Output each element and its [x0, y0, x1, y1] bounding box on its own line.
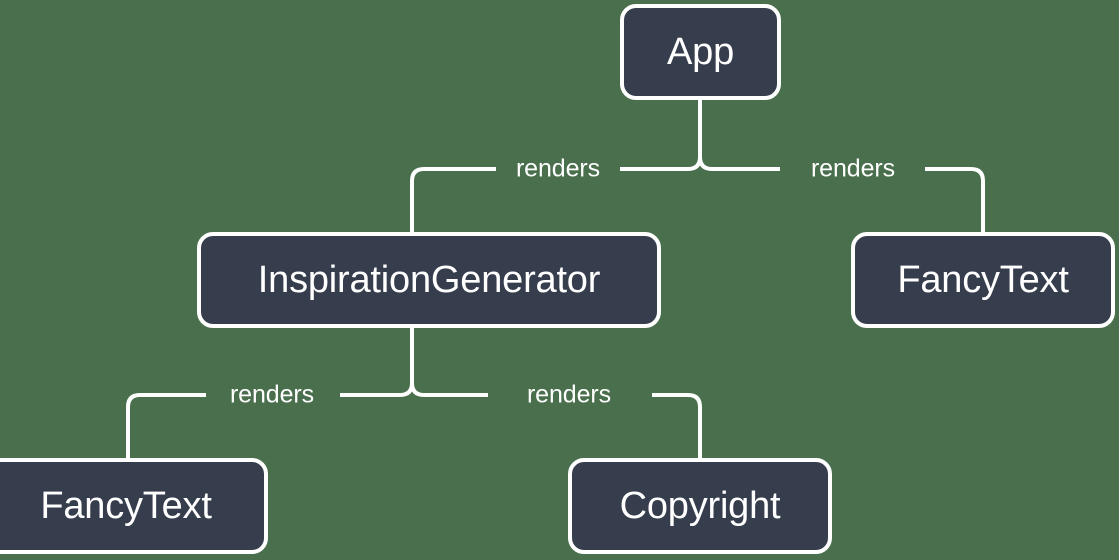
- node-fancytext-right[interactable]: FancyText: [851, 232, 1115, 328]
- edge-label-app-to-fancytext-right: renders: [810, 154, 896, 183]
- node-fancytext-bottom[interactable]: FancyText: [0, 458, 268, 554]
- edge-label-app-to-inspiration-generator: renders: [515, 154, 601, 183]
- edge-app-to-inspiration-generator-tail: [410, 167, 496, 232]
- node-fancytext-right-label: FancyText: [897, 258, 1069, 301]
- edge-inspiration-generator-to-fancytext-bottom: [340, 382, 414, 397]
- node-inspiration-generator[interactable]: InspirationGenerator: [197, 232, 661, 328]
- edge-label-inspiration-generator-to-fancytext-bottom: renders: [229, 380, 315, 409]
- edge-app-to-fancytext-right: [698, 156, 780, 171]
- node-app-label: App: [666, 30, 734, 73]
- node-app[interactable]: App: [620, 4, 781, 100]
- edge-app-to-fancytext-right-tail: [925, 167, 985, 232]
- node-fancytext-bottom-label: FancyText: [40, 484, 212, 527]
- edge-app-to-inspiration-generator: [620, 156, 702, 171]
- edge-inspiration-generator-to-copyright-tail: [652, 393, 702, 458]
- node-inspiration-generator-label: InspirationGenerator: [257, 258, 601, 301]
- edge-inspiration-generator-to-fancytext-bottom-tail: [126, 393, 206, 458]
- node-copyright-label: Copyright: [619, 484, 781, 527]
- edge-label-inspiration-generator-to-copyright: renders: [526, 380, 612, 409]
- node-copyright[interactable]: Copyright: [568, 458, 832, 554]
- edge-inspiration-generator-to-copyright: [410, 382, 488, 397]
